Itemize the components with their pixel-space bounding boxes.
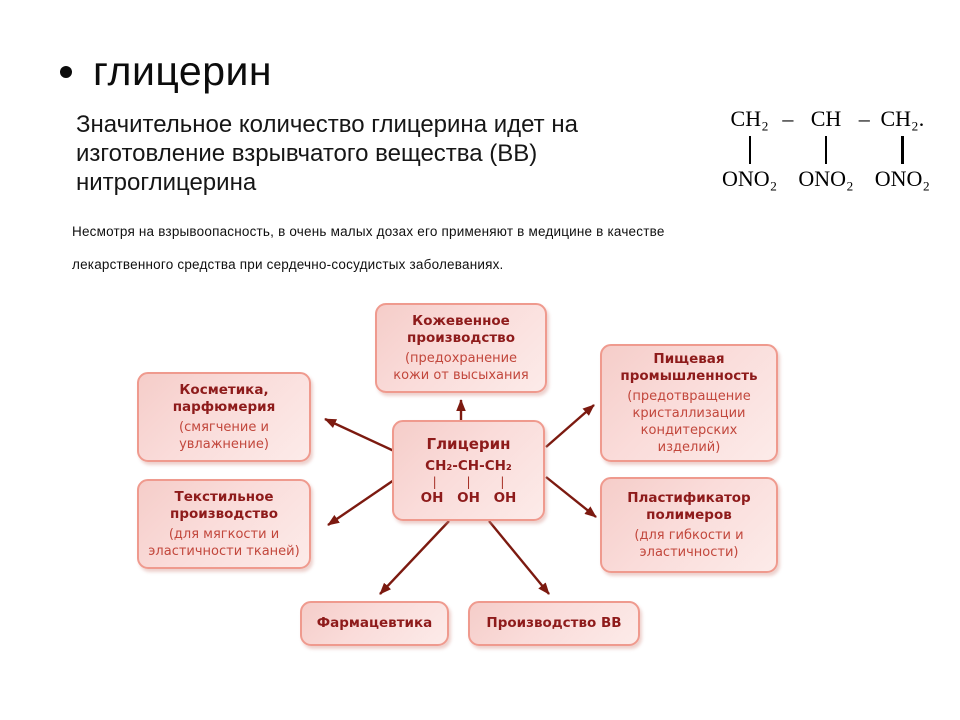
formula-group-label: CH — [810, 106, 842, 131]
lead-paragraph: Значительное количество глицерина идет н… — [76, 111, 578, 196]
box-note: (для мягкости и эластичности тканей) — [148, 526, 300, 559]
arrow-to-cosmetics — [324, 417, 395, 453]
formula-group-label: ONO₂ — [874, 166, 931, 191]
box-title: Производство ВВ — [486, 615, 622, 631]
arrow-to-plasticizer — [545, 476, 597, 518]
formula-group-label: CH₂. — [880, 106, 925, 131]
note-line: лекарственного средства при сердечно-сос… — [72, 257, 504, 272]
bullet-point — [60, 66, 72, 78]
formula-carbon-column: CH₂ ONO₂ — [722, 105, 777, 192]
nitroglycerin-structure: CH₂ ONO₂ – CH ONO₂ – CH₂. ONO₂ — [722, 105, 930, 192]
arrow-to-food — [545, 404, 595, 448]
box-note: (для гибкости и эластичности) — [634, 527, 744, 560]
box-title: Глицерин — [426, 435, 511, 453]
bond-dash: – — [782, 106, 794, 131]
diagram-box-food: Пищевая промышленность (предотвращение к… — [600, 344, 778, 462]
formula-carbon-column: CH₂. ONO₂ — [875, 105, 930, 192]
diagram-box-plasticizer: Пластификатор полимеров (для гибкости и … — [600, 477, 778, 573]
formula-group-label: CH₂ — [730, 106, 769, 131]
arrow-to-explosives — [488, 520, 550, 595]
diagram-box-textile: Текстильное производство (для мягкости и… — [137, 479, 311, 569]
slide-title: глицерин — [93, 48, 273, 94]
box-note: (смягчение и увлажнение) — [179, 419, 269, 452]
box-title: Косметика, парфюмерия — [172, 381, 276, 415]
box-title: Фармацевтика — [316, 615, 433, 631]
diagram-box-leather: Кожевенное производство (предохранение к… — [375, 303, 547, 393]
diagram-box-cosmetics: Косметика, парфюмерия (смягчение и увлаж… — [137, 372, 311, 462]
formula-group-label: ONO₂ — [798, 166, 854, 191]
diagram-box-explosives: Производство ВВ — [468, 601, 640, 646]
glycerin-formula-line: CH₂-CH-CH₂ — [425, 458, 512, 474]
formula-carbon-column: CH ONO₂ — [798, 105, 853, 192]
arrow-to-pharma — [379, 520, 450, 595]
bond-line — [900, 136, 904, 164]
bond-dash: – — [858, 106, 870, 131]
box-title: Пищевая промышленность — [620, 350, 758, 384]
box-title: Текстильное производство — [170, 488, 278, 522]
diagram-box-glycerin-center: Глицерин CH₂-CH-CH₂ | | | OH OH OH — [392, 420, 545, 521]
box-note: (предотвращение кристаллизации кондитерс… — [627, 388, 751, 455]
glycerin-hydroxyl-line: OH OH OH — [420, 490, 517, 506]
bond-line — [748, 136, 751, 164]
box-title: Кожевенное производство — [407, 312, 515, 346]
note-line: Несмотря на взрывоопасность, в очень мал… — [72, 224, 665, 239]
glycerin-bond-lines: | | | — [432, 475, 505, 489]
formula-group-label: ONO₂ — [722, 166, 778, 191]
bond-line — [825, 136, 828, 164]
arrow-to-textile — [327, 479, 395, 526]
box-note: (предохранение кожи от высыхания — [393, 350, 529, 383]
diagram-box-pharma: Фармацевтика — [300, 601, 449, 646]
box-title: Пластификатор полимеров — [627, 489, 751, 523]
